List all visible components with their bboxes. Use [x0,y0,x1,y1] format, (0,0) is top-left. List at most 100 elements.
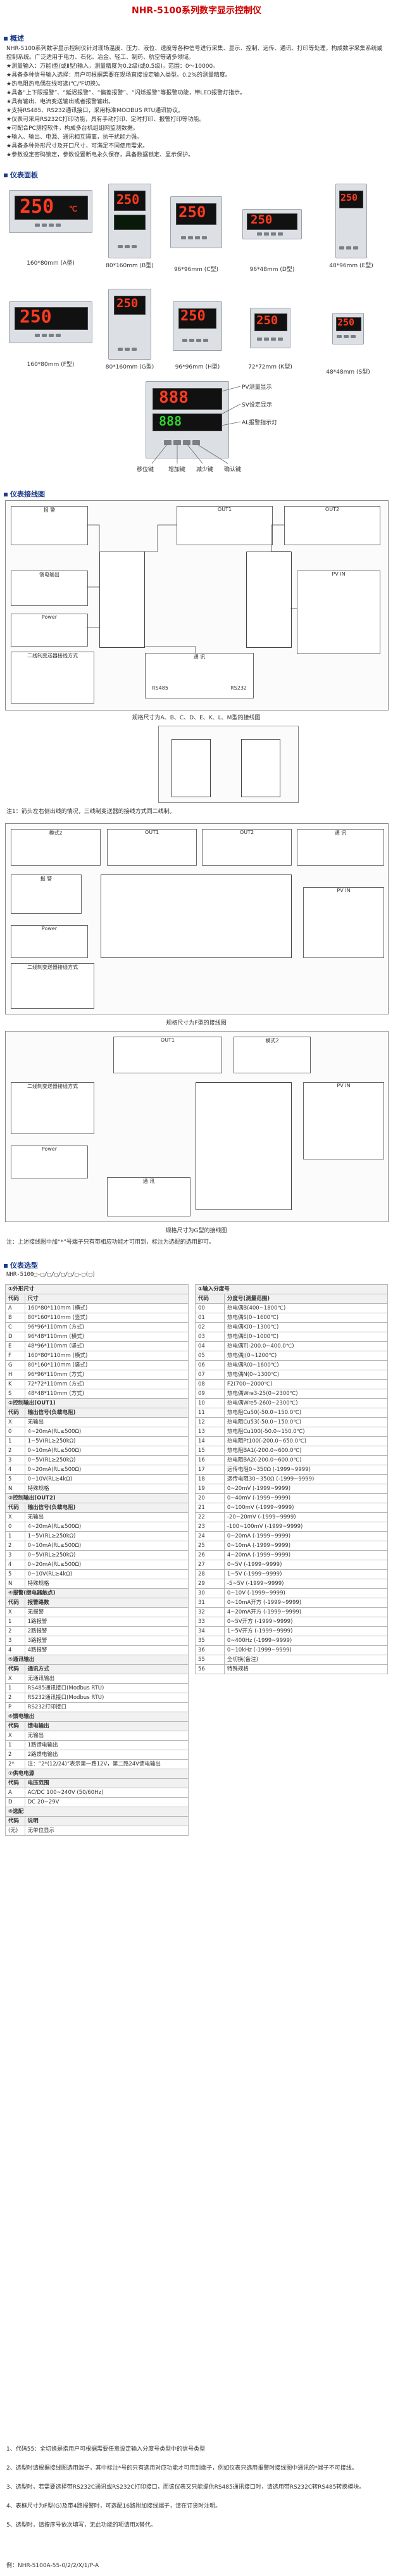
table-cell: 4 [5,1465,25,1475]
bullet-icon [4,1264,8,1268]
table-cell: 热电阻Cu100(-50.0~150.0℃) [223,1427,389,1437]
table-cell: 通讯方式 [24,1664,189,1674]
section-panel: 仪表面板 [4,170,38,180]
footnote: 2、选型时请根据接线图选用端子，其中标注*号的只有选用对应功能才可用到端子，例如… [6,2465,358,2472]
table-cell: 1~5V开方 (-1999~9999) [223,1626,389,1636]
table-section-title: ④报警(继电器触点) [5,1588,189,1598]
table-cell: 0~20mV (-1999~9999) [223,1484,389,1494]
twowire-block: 二线制变送器接线方式 [11,963,94,1009]
table-cell: 3路报警 [24,1636,189,1646]
table-cell: 08 [195,1379,225,1389]
table-cell: 热电阻Pt100(-200.0~650.0℃) [223,1436,389,1446]
table-cell: 160*80*110mm (横式) [24,1303,189,1313]
table-cell: 报警路数 [24,1598,189,1608]
bullet-icon [4,174,8,177]
table-cell: RS485通讯接口(Modbus RTU) [24,1683,189,1693]
table-cell: 03 [195,1332,225,1342]
table-cell: 4 [5,1645,25,1655]
table-cell: ①输入分度号 [195,1284,388,1294]
table-cell: F [5,1351,25,1361]
intro-line: ★具备多种信号输入选择：用户可根据需要在现场直接设定输入类型。0.2%的测量精度… [6,72,231,79]
selection-code: NHR-5100□-□/□/□/□/□/□-□(□) [6,1272,96,1278]
table-cell: 00 [195,1303,225,1313]
table-cell: 无通讯输出 [24,1674,189,1684]
table-cell: 2 [5,1446,25,1456]
table-cell: ⑦供电电源 [5,1769,189,1779]
table-row: 23-100~100mV (-1999~9999) [195,1522,389,1532]
wiring-diagram-f: 模式2 OUT1 OUT2 通 讯 报 警 PV IN Power 二线制变送器… [5,823,389,1014]
table-row: 22-20~20mV (-1999~9999) [195,1512,389,1522]
table-cell: 代码 [5,1294,25,1304]
table-cell: F2(700~2000℃) [223,1379,389,1389]
page-title: NHR-5100系列数字显示控制仪 [132,6,261,16]
table-cell: 96*96*110mm (方式) [24,1322,189,1332]
table-cell: 1~5V(RL≥250kΩ) [24,1436,189,1446]
table-cell: 4~20mA开方 (-1999~9999) [223,1607,389,1617]
footnote: 3、选型时，若需要选择带RS232C通讯或RS232C打印接口，而该仪表又只能提… [6,2484,365,2491]
table-cell: 48*48*110mm (方式) [24,1389,189,1399]
comm-block: 通 讯 [297,829,384,866]
table-cell: G [5,1360,25,1370]
footnote: 4、表框尺寸为F型(G)及带4路报警时，可选配16路附加接线端子，请在订货时注明… [6,2503,221,2510]
table-cell: 28 [195,1569,225,1579]
twowire-block: 二线制变送器接线方式 [11,1082,94,1134]
table-cell: 热电阻Cu53(-50.0~150.0℃) [223,1417,389,1427]
table-cell: E [5,1341,25,1351]
table-cell: 20 [195,1493,225,1503]
table-cell: 24 [195,1531,225,1541]
table-cell: 1 [5,1740,25,1750]
table-cell: 代码 [5,1408,25,1418]
table-cell: X [5,1417,25,1427]
table-section-title: ①输入分度号 [195,1284,388,1294]
table-cell: X [5,1731,25,1741]
panel-meter: 888 888 [146,381,229,458]
table-cell: 55 [195,1655,225,1665]
table-cell: 0~20mA(RL≤500Ω) [24,1465,189,1475]
table-cell: 18 [195,1474,225,1484]
table-cell: DC 20~29V [24,1797,189,1807]
table-cell: 代码 [5,1721,25,1731]
table-row: (无)无单位显示 [5,1826,189,1836]
table-cell: 05 [195,1351,225,1361]
table-cell: 热电偶K(0~1300℃) [223,1322,389,1332]
out1-block: OUT1 [107,829,197,866]
product-s: 250 48*48mm (S型) [313,313,383,376]
table-cell: 2路报警 [24,1626,189,1636]
table-cell: 热电偶Wre5-26(0~2300℃) [223,1398,389,1408]
table-cell: 2 [5,1693,25,1703]
table-cell: 4路报警 [24,1645,189,1655]
table-cell: 0~5V(RL≥250kΩ) [24,1550,189,1560]
bullet-icon [4,37,8,41]
pvin-block: PV IN [297,571,380,654]
table-cell: 说明 [24,1816,189,1826]
order-example: 例：NHR-5100A-55-0/2/2/X/1/P-A [6,2563,99,2569]
table-cell: ②控制输出(OUT1) [5,1398,189,1408]
table-cell: AC/DC 100~240V (50/60Hz) [24,1788,189,1798]
wiring-diagram-g: OUT1 模式2 二线制变送器接线方式 PV IN Power 通 讯 [5,1031,389,1222]
table-cell: 1路报警 [24,1617,189,1627]
table-cell: 22 [195,1512,225,1522]
table-cell: B [5,1313,25,1323]
table-cell: 06 [195,1360,225,1370]
